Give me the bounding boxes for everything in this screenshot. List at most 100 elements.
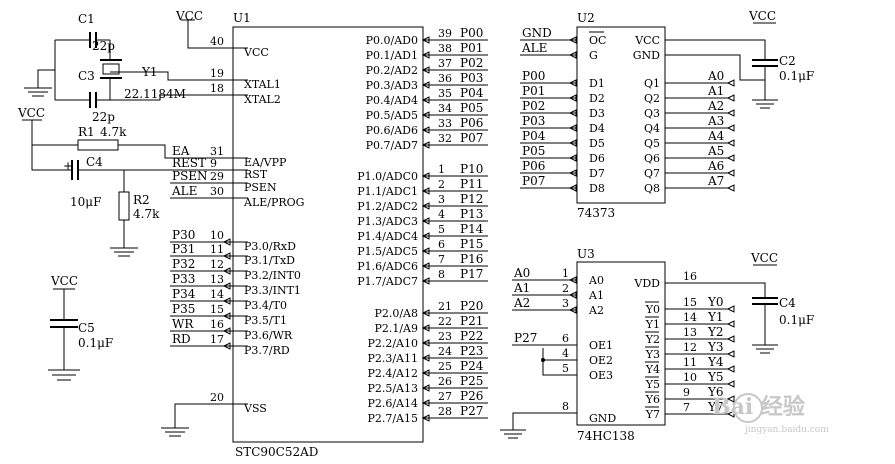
u1-right-arrow (421, 187, 430, 195)
u3-output-arrow (726, 305, 735, 313)
u3-pin-number: 6 (562, 332, 569, 345)
c2-value: 0.1μF (779, 69, 814, 83)
u2-pin-name: Q5 (644, 137, 660, 150)
u2-input-arrow (568, 109, 577, 117)
u1-pin-name: P1.7/ADC7 (357, 275, 418, 288)
watermark-paw-icon (733, 393, 763, 423)
u2-input-arrow (568, 184, 577, 192)
u1-pin-name: P0.5/AD5 (366, 109, 418, 122)
u1-pin-name: P3.1/TxD (244, 254, 295, 267)
u3-net-label: Y7 (707, 400, 724, 414)
u3-net-label: Y3 (707, 340, 724, 354)
u2-inputs: GNDOCALEGP00D1P01D2P02D3P03D4P04D5P05D6P… (520, 26, 606, 195)
u1-right-arrow (421, 324, 430, 332)
u2-output-arrow (726, 154, 735, 162)
u1-pin-number: 37 (438, 57, 452, 70)
r2-resistor (118, 191, 130, 221)
u1-pin-name: P1.2/ADC2 (357, 200, 418, 213)
u1-pin-name: P2.7/A15 (367, 412, 418, 425)
u1-pin-number: 11 (210, 243, 224, 256)
u1-pin-number: 23 (438, 330, 452, 343)
u2-net-label: P04 (522, 129, 546, 143)
vss-ground (161, 403, 233, 437)
r2-ref: R2 (133, 193, 150, 207)
u1-pin-number: 19 (210, 67, 224, 80)
y1-crystal (102, 63, 120, 75)
u1-ref: U1 (233, 11, 251, 25)
u1-right-arrow (421, 309, 430, 317)
c4a-value: 10μF (70, 195, 101, 209)
u1-net-label: P12 (460, 192, 483, 206)
u1-pin-name: P3.3/INT1 (244, 284, 301, 297)
u2-pin-name: Q6 (644, 152, 660, 165)
u1-pin-name: P3.6/WR (244, 329, 293, 342)
u2-part: 74373 (577, 206, 615, 220)
u3-output-arrow (726, 320, 735, 328)
u1-pin-number: 30 (210, 185, 224, 198)
u1-net-arrow (222, 327, 231, 335)
u3-pin-name: Y2 (645, 333, 660, 346)
u1-net-label: P14 (460, 222, 484, 236)
u3-pin-number: 1 (562, 267, 569, 280)
u3-pin-number: 15 (683, 296, 697, 309)
u1-net-arrow (222, 267, 231, 275)
u3-output-arrow (726, 335, 735, 343)
c1-ref: C1 (78, 12, 95, 26)
u2-pin-name: Q1 (644, 77, 660, 90)
u1-pin-name: P0.7/AD7 (366, 139, 418, 152)
u3-vdd-wire (665, 282, 766, 298)
u3-pin-name: Y5 (645, 378, 660, 391)
u3-pin-name: A2 (588, 304, 604, 317)
u1-pin-name: P0.2/AD2 (366, 64, 418, 77)
u1-pin-number: 40 (210, 35, 224, 48)
u1-pin-name: P2.6/A14 (367, 397, 418, 410)
u2-output-arrow (726, 94, 735, 102)
u1-pin-number: 3 (438, 193, 445, 206)
u1-pin-number: 9 (210, 157, 217, 170)
u1-right-arrow (421, 339, 430, 347)
u1-pin-name: RST (244, 168, 268, 181)
u1-right-arrow (421, 96, 430, 104)
u3-net-label: A2 (513, 296, 530, 310)
c3-value: 22p (92, 110, 115, 124)
u3-pin-number: 7 (683, 401, 690, 414)
u1-net-arrow (222, 342, 231, 350)
u1-right-arrow (421, 126, 430, 134)
u1-net-label: P00 (460, 26, 483, 40)
u3-net-label: Y0 (707, 295, 724, 309)
u1-pin-number: 38 (438, 42, 452, 55)
u1-pin-number: 32 (438, 132, 452, 145)
u1-pin-name: P0.6/AD6 (366, 124, 418, 137)
junction-oe (541, 358, 545, 362)
u3-pin-number: 16 (683, 270, 697, 283)
vcc-label-c5: VCC (50, 274, 78, 288)
u1-net-label: P11 (460, 177, 483, 191)
u3-pin-name: Y4 (645, 363, 660, 376)
u1-pin-number: 31 (210, 145, 224, 158)
u1-net-label: P01 (460, 41, 483, 55)
u3-gnd-wire (512, 412, 577, 430)
u2-net-label: P05 (522, 144, 545, 158)
u1-pin-name: P3.7/RD (244, 344, 290, 357)
u2-net-label: A7 (707, 174, 724, 188)
u1-pin-number: 33 (438, 117, 452, 130)
u1-net-arrow (222, 238, 231, 246)
u2-output-arrow (726, 79, 735, 87)
watermark: Bai 经验 jingyan.baidu.com (712, 393, 829, 435)
u1-net-label: P31 (172, 242, 195, 256)
u3-pin-name: VDD (633, 277, 660, 290)
u1-net-label: P26 (460, 389, 483, 403)
u1-pin-number: 39 (438, 27, 452, 40)
u1-pin-name: P1.3/ADC3 (357, 215, 418, 228)
u2-pin-name: D4 (589, 122, 605, 135)
u1-pin-name: PSEN (244, 181, 277, 194)
u2-body (576, 26, 666, 204)
c4b-ref: C4 (779, 296, 796, 310)
u2-pin-name: Q2 (644, 92, 660, 105)
u1-left-pins: 40VCC19XTAL118XTAL231EA/VPP9RST29PSEN30A… (170, 35, 304, 415)
u2-net-label: P00 (522, 69, 545, 83)
u2-output-arrow (726, 124, 735, 132)
u1-right-arrow (421, 111, 430, 119)
